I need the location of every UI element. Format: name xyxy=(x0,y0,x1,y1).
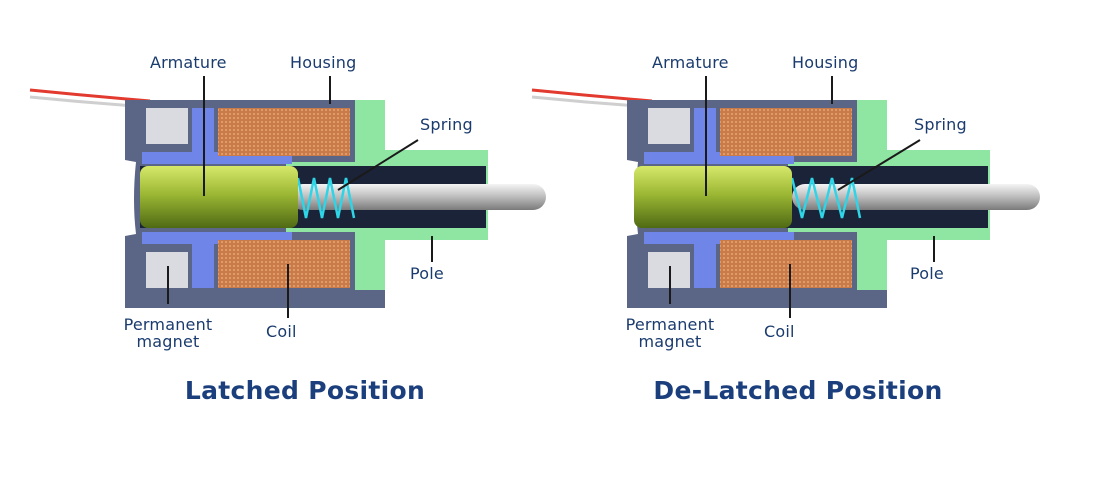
label-spring: Spring xyxy=(420,115,473,134)
solenoid-diagram-latched: Armature Housing Spring Pole Permanent m… xyxy=(0,0,546,477)
label-permanent-magnet-line1: Permanent xyxy=(625,315,715,334)
label-permanent-magnet: Permanent magnet xyxy=(108,316,228,350)
label-coil: Coil xyxy=(764,322,795,341)
label-armature: Armature xyxy=(652,53,729,72)
spring xyxy=(790,177,862,219)
coil-bottom xyxy=(720,240,852,288)
label-housing: Housing xyxy=(290,53,357,72)
magnet-top xyxy=(146,108,188,144)
leader-spring xyxy=(337,139,419,191)
solenoid-illustration-de-latched xyxy=(531,76,1040,318)
label-spring: Spring xyxy=(914,115,967,134)
armature xyxy=(634,166,792,228)
label-pole: Pole xyxy=(910,264,944,283)
liner-bottom-block xyxy=(694,244,716,288)
label-armature: Armature xyxy=(150,53,227,72)
label-permanent-magnet-line2: magnet xyxy=(136,332,200,351)
leader-spring xyxy=(837,139,921,191)
shaft xyxy=(290,184,546,210)
wire-red xyxy=(29,88,151,103)
caption-de-latched: De-Latched Position xyxy=(653,376,943,405)
solenoid-diagram-de-latched: Armature Housing Spring Pole Permanent m… xyxy=(502,0,1042,477)
label-permanent-magnet-line2: magnet xyxy=(638,332,702,351)
magnet-top xyxy=(648,108,690,144)
wire-red xyxy=(531,88,653,103)
label-housing: Housing xyxy=(792,53,859,72)
caption-latched: Latched Position xyxy=(184,376,426,405)
solenoid-illustration-latched xyxy=(29,76,546,318)
label-pole: Pole xyxy=(410,264,444,283)
coil-bottom xyxy=(218,240,350,288)
label-permanent-magnet: Permanent magnet xyxy=(610,316,730,350)
coil-top xyxy=(218,108,350,156)
coil-top xyxy=(720,108,852,156)
label-coil: Coil xyxy=(266,322,297,341)
armature xyxy=(140,166,298,228)
liner-bottom-block xyxy=(192,244,214,288)
label-permanent-magnet-line1: Permanent xyxy=(123,315,213,334)
